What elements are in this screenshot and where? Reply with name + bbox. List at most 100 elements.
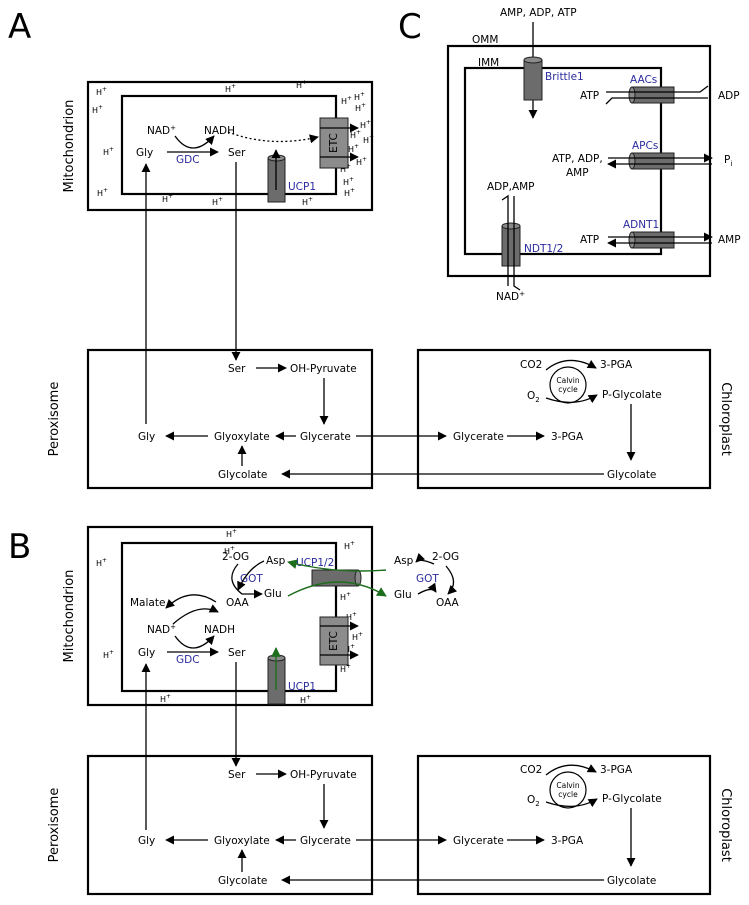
gly-label-b: Gly <box>138 647 155 659</box>
oaa-out-b: OAA <box>436 597 460 609</box>
p-glycolate-a: P-Glycolate <box>602 389 662 401</box>
panel-label-b: B <box>8 527 31 567</box>
aac-left-label: ATP <box>580 90 599 102</box>
panel-label-a: A <box>8 7 31 47</box>
apcs-label: APCs <box>632 140 658 152</box>
ndt12-transporter <box>501 225 521 267</box>
peroxisome-label-a: Peroxisome <box>47 382 62 457</box>
oh-pyruvate-a: OH-Pyruvate <box>290 363 357 375</box>
glycolate-perox-a: Glycolate <box>218 469 267 481</box>
mitochondrion-a: Mitochondrion Gly Ser NAD+ NADH GDC ETC … <box>62 79 375 212</box>
apcs-transporter <box>631 152 675 170</box>
apc-left-label-1: ATP, ADP, <box>552 153 603 165</box>
mitochondrion-inner-membrane-a <box>120 94 338 196</box>
ndt-bottom-label: NAD+ <box>496 290 525 303</box>
calvin-cycle-a <box>549 366 587 404</box>
ser-perox-a: Ser <box>228 363 246 375</box>
o2-b: O2 <box>527 794 540 808</box>
adnt-right-label: AMP <box>718 234 741 246</box>
gdc-label-b: GDC <box>176 654 200 666</box>
etc-complex-b <box>319 616 349 666</box>
glu-in-b: Glu <box>264 588 282 600</box>
pga-top-a: 3-PGA <box>600 359 633 371</box>
ucp1-label-a: UCP1 <box>288 181 316 193</box>
ndt12-label: NDT1/2 <box>524 243 563 255</box>
ser-label-a: Ser <box>228 147 246 159</box>
glycerate-chloro-a: Glycerate <box>453 431 504 443</box>
ucp1-label-b: UCP1 <box>288 681 316 693</box>
pga-top-b: 3-PGA <box>600 764 633 776</box>
nad-label-b: NAD+ <box>147 623 176 636</box>
co2-b: CO2 <box>520 764 542 776</box>
svg-text:cycle: cycle <box>558 385 578 394</box>
mitochondrion-b: Mitochondrion 2-OG Asp Glu OAA GOT Malat… <box>62 525 387 707</box>
peroxisome-a: Peroxisome Ser OH-Pyruvate Glycerate Gly… <box>47 348 374 490</box>
o2-a: O2 <box>527 390 540 404</box>
chloroplast-b: Chloroplast CO2 3-PGA O2 P-Glycolate Cal… <box>416 754 733 896</box>
gdc-label-a: GDC <box>176 154 200 166</box>
mitochondrion-outer-membrane-b <box>86 525 374 707</box>
nadh-label-b: NADH <box>204 624 235 636</box>
asp-in-b: Asp <box>266 555 286 567</box>
asp-out-b: Asp <box>394 555 414 567</box>
brittle1-label: Brittle1 <box>545 71 584 83</box>
adnt1-transporter <box>631 231 675 249</box>
oaa-in-b: OAA <box>226 597 250 609</box>
glycolate-chloro-a: Glycolate <box>607 469 656 481</box>
glycerate-perox-b: Glycerate <box>300 835 351 847</box>
peroxisome-label-b: Peroxisome <box>47 788 62 863</box>
svg-text:Calvin: Calvin <box>556 781 579 790</box>
adnt1-label: ADNT1 <box>623 219 659 231</box>
brittle1-transporter <box>523 59 543 101</box>
glu-out-b: Glu <box>394 589 412 601</box>
panel-label-c: C <box>398 7 422 47</box>
p-glycolate-b: P-Glycolate <box>602 793 662 805</box>
pga-bottom-b: 3-PGA <box>551 835 584 847</box>
og-in-b: 2-OG <box>222 551 249 563</box>
pga-bottom-a: 3-PGA <box>551 431 584 443</box>
gly-perox-a: Gly <box>138 431 155 443</box>
ser-label-b: Ser <box>228 647 246 659</box>
oh-pyruvate-b: OH-Pyruvate <box>290 769 357 781</box>
svg-text:cycle: cycle <box>558 790 578 799</box>
apc-right-label: Pi <box>724 154 732 168</box>
imm-label: IMM <box>478 57 499 69</box>
aacs-label: AACs <box>630 74 657 86</box>
etc-complex-a <box>319 117 349 169</box>
co2-a: CO2 <box>520 359 542 371</box>
adnt-left-label: ATP <box>580 234 599 246</box>
glyoxylate-b: Glyoxylate <box>214 835 270 847</box>
top-substrates-label: AMP, ADP, ATP <box>500 7 577 19</box>
gly-perox-b: Gly <box>138 835 155 847</box>
ndt-top-label: ADP,AMP <box>487 181 535 193</box>
chloroplast-label-b: Chloroplast <box>718 788 733 862</box>
svg-text:Calvin: Calvin <box>556 376 579 385</box>
aac-right-label: ADP <box>718 90 740 102</box>
glycerate-chloro-b: Glycerate <box>453 835 504 847</box>
nadh-label-a: NADH <box>204 125 235 137</box>
got-outside-b: Asp Glu 2-OG OAA GOT <box>394 551 460 609</box>
og-out-b: 2-OG <box>432 551 459 563</box>
glycolate-chloro-b: Glycolate <box>607 875 656 887</box>
peroxisome-b: Peroxisome Ser OH-Pyruvate Glycerate Gly… <box>47 754 374 896</box>
calvin-cycle-b <box>549 771 587 809</box>
glycolate-perox-b: Glycolate <box>218 875 267 887</box>
etc-label-b: ETC <box>328 631 340 651</box>
malate-b: Malate <box>130 597 165 609</box>
glycerate-perox-a: Glycerate <box>300 431 351 443</box>
etc-label-a: ETC <box>328 133 340 153</box>
nad-label-a: NAD+ <box>147 124 176 137</box>
glyoxylate-a: Glyoxylate <box>214 431 270 443</box>
apc-left-label-2: AMP <box>566 167 589 179</box>
mitochondrion-label-a: Mitochondrion <box>62 100 77 193</box>
aacs-transporter <box>631 86 675 104</box>
omm-label: OMM <box>472 34 498 46</box>
mitochondrion-label-b: Mitochondrion <box>62 570 77 663</box>
chloroplast-a: Chloroplast CO2 3-PGA O2 P-Glycolate Cal… <box>416 348 733 490</box>
mitochondrion-outer-membrane-a <box>86 80 374 212</box>
gly-label-a: Gly <box>136 147 153 159</box>
chloroplast-label-a: Chloroplast <box>718 382 733 456</box>
got-out-b: GOT <box>416 573 439 585</box>
panel-c-membranes: OMM IMM AMP, ADP, ATP Brittle1 AACs ATP … <box>446 7 741 303</box>
